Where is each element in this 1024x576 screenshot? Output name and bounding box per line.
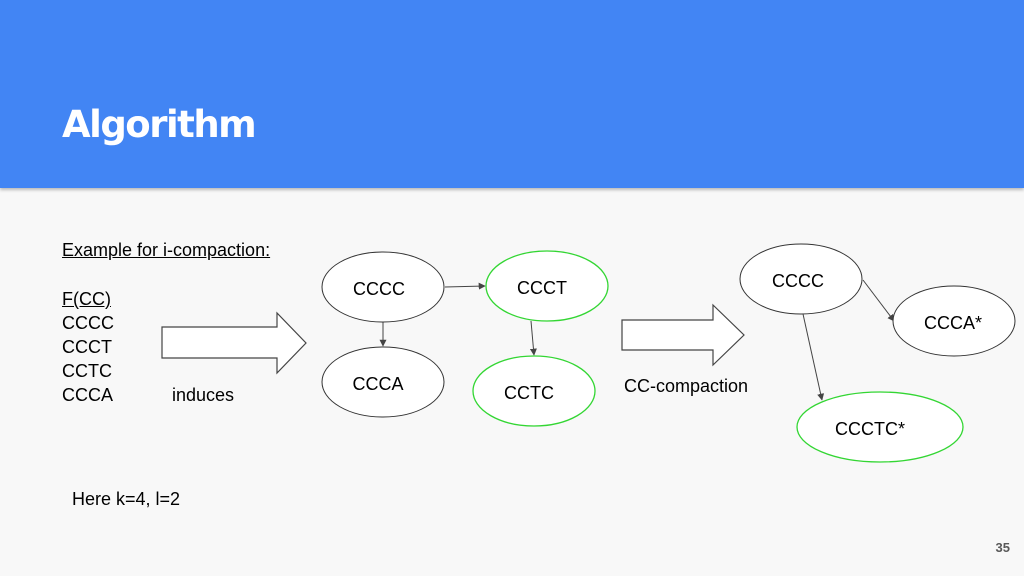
- graph1-node: CCCT: [485, 250, 609, 322]
- graph2-edge: [862, 279, 895, 322]
- graph2-node: CCCTC*: [796, 391, 964, 463]
- alpha-list-item: CCCT: [62, 337, 112, 357]
- example-heading: Example for i-compaction:: [62, 240, 271, 260]
- compaction-block-arrow: [621, 303, 745, 367]
- graph2-edge: [802, 313, 825, 401]
- node-label: CCCC: [772, 271, 824, 291]
- graph1-node: CCCC: [321, 251, 445, 323]
- node-ellipse: [321, 346, 445, 418]
- node-ellipse: [892, 285, 1016, 357]
- node-label: CCCTC*: [835, 419, 905, 439]
- graph2-node: CCCC: [739, 243, 863, 315]
- alpha-list-item: CCCA: [62, 385, 114, 405]
- induces-block-arrow: [161, 311, 307, 375]
- node-ellipse: [321, 251, 445, 323]
- node-ellipse: [472, 355, 596, 427]
- node-label: CCCT: [517, 278, 567, 298]
- node-label: CCCA: [352, 374, 403, 394]
- page-number: 35: [995, 540, 1010, 555]
- alpha-list-item: CCTC: [62, 361, 112, 381]
- induces-label: induces: [172, 385, 235, 405]
- alpha-list-item: F(CC): [62, 289, 111, 309]
- node-label: CCCA*: [924, 313, 982, 333]
- node-label: CCCC: [353, 279, 405, 299]
- node-ellipse: [485, 250, 609, 322]
- graph1-node: CCCA: [321, 346, 445, 418]
- graph2-node: CCCA*: [892, 285, 1016, 357]
- slide-title: Algorithm: [62, 103, 257, 146]
- node-label: CCTC: [504, 383, 554, 403]
- alpha-list: F(CC) CCCC CCCT CCTC CCCA: [62, 287, 114, 407]
- graph1-node: CCTC: [472, 355, 596, 427]
- graph1-edge: [529, 320, 537, 356]
- title-bar: [0, 0, 1024, 188]
- parameters-text: Here k=4, l=2: [72, 489, 181, 509]
- alpha-list-item: CCCC: [62, 313, 114, 333]
- cc-compaction-label: CC-compaction: [624, 376, 749, 396]
- node-ellipse: [739, 243, 863, 315]
- node-ellipse: [796, 391, 964, 463]
- graph1-edge: [444, 282, 486, 290]
